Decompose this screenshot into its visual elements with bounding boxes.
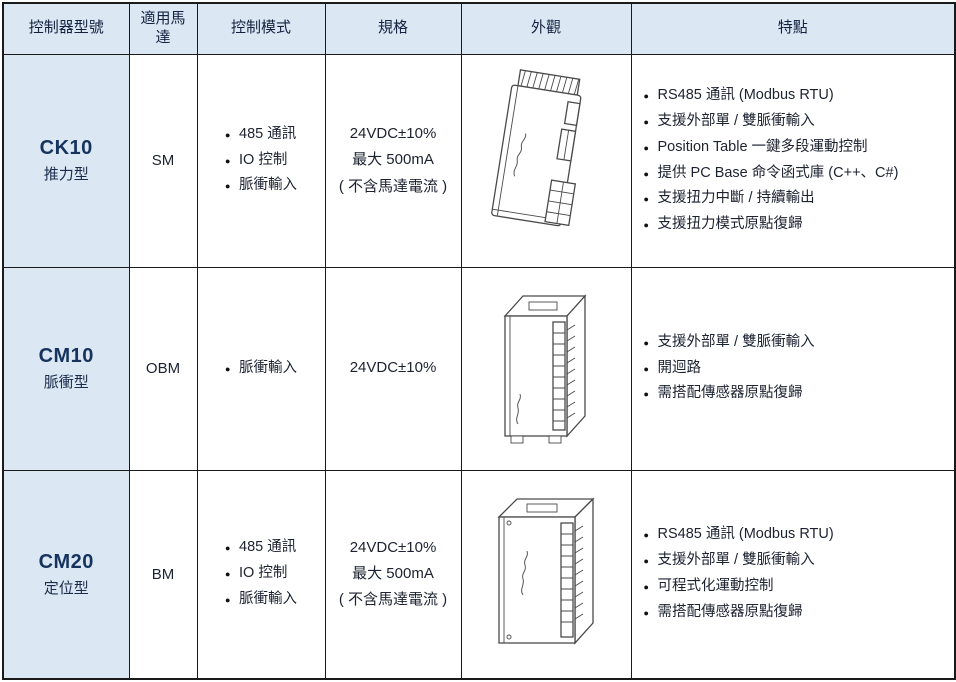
feature-item: 提供 PC Base 命令函式庫 (C++、C#)	[644, 161, 899, 187]
header-features: 特點	[630, 2, 956, 55]
appearance-cell	[460, 53, 632, 268]
control-mode-item: 485 通訊	[225, 535, 297, 561]
header-row: 控制器型號 適用馬達 控制模式 規格 外觀 特點	[2, 2, 956, 55]
control-modes-list: 485 通訊 IO 控制 脈衝輸入	[225, 535, 297, 612]
control-modes-list: 485 通訊 IO 控制 脈衝輸入	[225, 122, 297, 199]
appearance-cell	[460, 469, 632, 679]
table-row-ck10: CK10 推力型 SM 485 通訊 IO 控制 脈衝輸入 24VDC±10% …	[2, 53, 956, 268]
control-modes-cell: 脈衝輸入	[196, 266, 326, 471]
model-type-label: 推力型	[43, 166, 89, 183]
motor-cell: BM	[128, 469, 198, 679]
model-name: CK10	[39, 137, 93, 159]
control-modes-list: 脈衝輸入	[225, 356, 297, 382]
feature-item: 需搭配傳感器原點復歸	[644, 381, 815, 407]
header-spec: 規格	[324, 2, 462, 55]
feature-item: 支援外部單 / 雙脈衝輸入	[644, 330, 815, 356]
feature-item: RS485 通訊 (Modbus RTU)	[644, 522, 834, 548]
spec-line: 24VDC±10%	[349, 125, 437, 143]
features-list: RS485 通訊 (Modbus RTU) 支援外部單 / 雙脈衝輸入 可程式化…	[644, 522, 834, 625]
spec-line: ( 不含馬達電流 )	[338, 177, 448, 195]
model-cell: CM10 脈衝型	[2, 266, 130, 471]
spec-cell: 24VDC±10%	[324, 266, 462, 471]
header-applicable-motor: 適用馬達	[128, 2, 198, 55]
table-row-cm10: CM10 脈衝型 OBM 脈衝輸入 24VDC±10%	[2, 266, 956, 471]
feature-item: 支援扭力模式原點復歸	[644, 212, 899, 238]
control-mode-item: 485 通訊	[225, 122, 297, 148]
model-name: CM20	[38, 550, 94, 573]
motor-cell: OBM	[128, 266, 198, 471]
spec-cell: 24VDC±10% 最大 500mA ( 不含馬達電流 )	[324, 53, 462, 268]
control-mode-item: IO 控制	[225, 561, 297, 587]
feature-item: Position Table 一鍵多段運動控制	[644, 135, 899, 161]
model-type-label: 脈衝型	[43, 374, 89, 391]
feature-item: RS485 通訊 (Modbus RTU)	[644, 83, 899, 109]
table-row-cm20: CM20 定位型 BM 485 通訊 IO 控制 脈衝輸入 24VDC±10% …	[2, 469, 956, 679]
feature-item: 支援外部單 / 雙脈衝輸入	[644, 548, 834, 574]
spec-line: 最大 500mA	[352, 564, 434, 582]
appearance-cell	[460, 266, 632, 471]
feature-item: 開迴路	[644, 356, 815, 382]
feature-item: 支援外部單 / 雙脈衝輸入	[644, 109, 899, 135]
feature-item: 支援扭力中斷 / 持續輸出	[644, 186, 899, 212]
model-type-label: 定位型	[43, 579, 89, 597]
control-mode-item: 脈衝輸入	[225, 587, 297, 613]
model-name: CM10	[38, 345, 94, 367]
header-control-mode: 控制模式	[196, 2, 326, 55]
motor-cell: SM	[128, 53, 198, 268]
stepper-driver-upright-icon	[471, 274, 621, 464]
header-controller-model: 控制器型號	[2, 2, 130, 55]
control-modes-cell: 485 通訊 IO 控制 脈衝輸入	[196, 53, 326, 268]
spec-line: ( 不含馬達電流 )	[338, 591, 448, 609]
features-cell: RS485 通訊 (Modbus RTU) 支援外部單 / 雙脈衝輸入 可程式化…	[630, 469, 956, 679]
control-modes-cell: 485 通訊 IO 控制 脈衝輸入	[196, 469, 326, 679]
spec-line: 24VDC±10%	[349, 359, 437, 377]
feature-item: 可程式化運動控制	[644, 574, 834, 600]
features-cell: 支援外部單 / 雙脈衝輸入 開迴路 需搭配傳感器原點復歸	[630, 266, 956, 471]
features-cell: RS485 通訊 (Modbus RTU) 支援外部單 / 雙脈衝輸入 Posi…	[630, 53, 956, 268]
control-mode-item: IO 控制	[225, 148, 297, 174]
features-list: 支援外部單 / 雙脈衝輸入 開迴路 需搭配傳感器原點復歸	[644, 330, 815, 407]
feature-item: 需搭配傳感器原點復歸	[644, 600, 834, 626]
features-list: RS485 通訊 (Modbus RTU) 支援外部單 / 雙脈衝輸入 Posi…	[644, 83, 899, 238]
stepper-driver-large-icon	[471, 477, 621, 672]
control-mode-item: 脈衝輸入	[225, 356, 297, 382]
spec-cell: 24VDC±10% 最大 500mA ( 不含馬達電流 )	[324, 469, 462, 679]
control-mode-item: 脈衝輸入	[225, 173, 297, 199]
stepper-driver-tilted-icon	[471, 61, 621, 261]
header-appearance: 外觀	[460, 2, 632, 55]
spec-line: 24VDC±10%	[349, 538, 437, 556]
model-cell: CK10 推力型	[2, 53, 130, 268]
spec-line: 最大 500mA	[352, 151, 434, 169]
model-cell: CM20 定位型	[2, 469, 130, 679]
